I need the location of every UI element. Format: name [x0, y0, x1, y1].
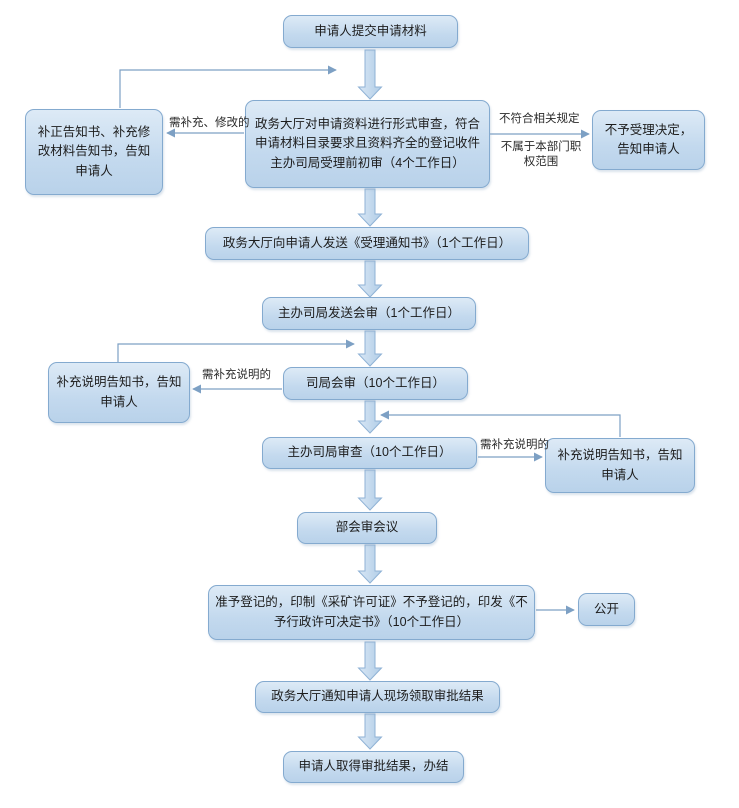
node-reject-decision: 不予受理决定，告知申请人 — [592, 110, 705, 170]
node-supplement-notice-left-label: 补充说明告知书，告知申请人 — [56, 375, 182, 409]
flow-arrow-meeting-to-decision — [357, 544, 383, 584]
node-publish-label: 公开 — [593, 601, 619, 616]
node-ministry-meeting: 部会审会议 — [297, 512, 437, 544]
node-notify-result: 政务大厅通知申请人现场领取审批结果 — [255, 681, 500, 713]
node-correction-notice-label: 补正告知书、补充修改材料告知书，告知申请人 — [37, 124, 151, 178]
node-formal-review: 政务大厅对申请资料进行形式审查，符合申请材料目录要求且资料齐全的登记收件主办司局… — [245, 100, 490, 188]
edge-label-not-conform: 不符合相关规定 — [499, 113, 580, 125]
connector-supplement-right-feedback — [380, 410, 621, 437]
node-bureau-joint-review: 司局会审（10个工作日） — [283, 367, 468, 400]
edge-label-need-supplement-explain-right: 需补充说明的 — [480, 439, 549, 451]
connector-supplement-left-feedback — [117, 339, 355, 362]
node-lead-bureau-review: 主办司局审查（10个工作日） — [262, 437, 477, 469]
node-notify-result-label: 政务大厅通知申请人现场领取审批结果 — [271, 689, 484, 704]
node-submit-application-label: 申请人提交申请材料 — [314, 23, 427, 38]
flow-arrow-send-to-jointreview — [357, 330, 383, 367]
node-registration-decision: 准予登记的，印制《采矿许可证》不予登记的，印发《不予行政许可决定书》（10个工作… — [208, 585, 535, 640]
flow-arrow-leadreview-to-meeting — [357, 469, 383, 511]
node-correction-notice: 补正告知书、补充修改材料告知书，告知申请人 — [25, 109, 163, 195]
edge-label-not-authority: 不属于本部门职权范围 — [500, 141, 582, 168]
flow-arrow-notify-to-obtain — [357, 713, 383, 750]
node-send-joint-review: 主办司局发送会审（1个工作日） — [262, 297, 476, 330]
flow-arrow-decision-to-notify — [357, 641, 383, 681]
connector-correction-feedback — [119, 65, 337, 108]
node-submit-application: 申请人提交申请材料 — [283, 15, 458, 48]
node-reject-decision-label: 不予受理决定，告知申请人 — [604, 122, 693, 156]
node-formal-review-label: 政务大厅对申请资料进行形式审查，符合申请材料目录要求且资料齐全的登记收件主办司局… — [254, 116, 480, 170]
node-registration-decision-label: 准予登记的，印制《采矿许可证》不予登记的，印发《不予行政许可决定书》（10个工作… — [215, 595, 528, 629]
node-send-joint-review-label: 主办司局发送会审（1个工作日） — [278, 305, 460, 320]
flow-arrow-review-to-acceptance — [357, 188, 383, 227]
node-acceptance-notice: 政务大厅向申请人发送《受理通知书》（1个工作日） — [205, 227, 529, 260]
node-obtain-result-label: 申请人取得审批结果，办结 — [298, 759, 449, 774]
flow-arrow-acceptance-to-send — [357, 260, 383, 298]
edge-label-need-supplement-modify: 需补充、修改的 — [169, 117, 250, 129]
node-supplement-notice-right-label: 补充说明告知书，告知申请人 — [557, 448, 683, 482]
edge-label-need-supplement-explain-left: 需补充说明的 — [202, 369, 271, 381]
node-supplement-notice-right: 补充说明告知书，告知申请人 — [545, 438, 695, 493]
node-supplement-notice-left: 补充说明告知书，告知申请人 — [48, 362, 190, 423]
node-acceptance-notice-label: 政务大厅向申请人发送《受理通知书》（1个工作日） — [222, 235, 512, 250]
node-bureau-joint-review-label: 司局会审（10个工作日） — [306, 375, 445, 390]
flow-arrow-jointreview-to-leadreview — [357, 400, 383, 434]
node-obtain-result: 申请人取得审批结果，办结 — [283, 751, 464, 783]
flow-arrow-submit-to-review — [357, 49, 383, 100]
node-publish: 公开 — [578, 593, 635, 626]
node-lead-bureau-review-label: 主办司局审查（10个工作日） — [287, 445, 452, 460]
node-ministry-meeting-label: 部会审会议 — [335, 520, 399, 535]
